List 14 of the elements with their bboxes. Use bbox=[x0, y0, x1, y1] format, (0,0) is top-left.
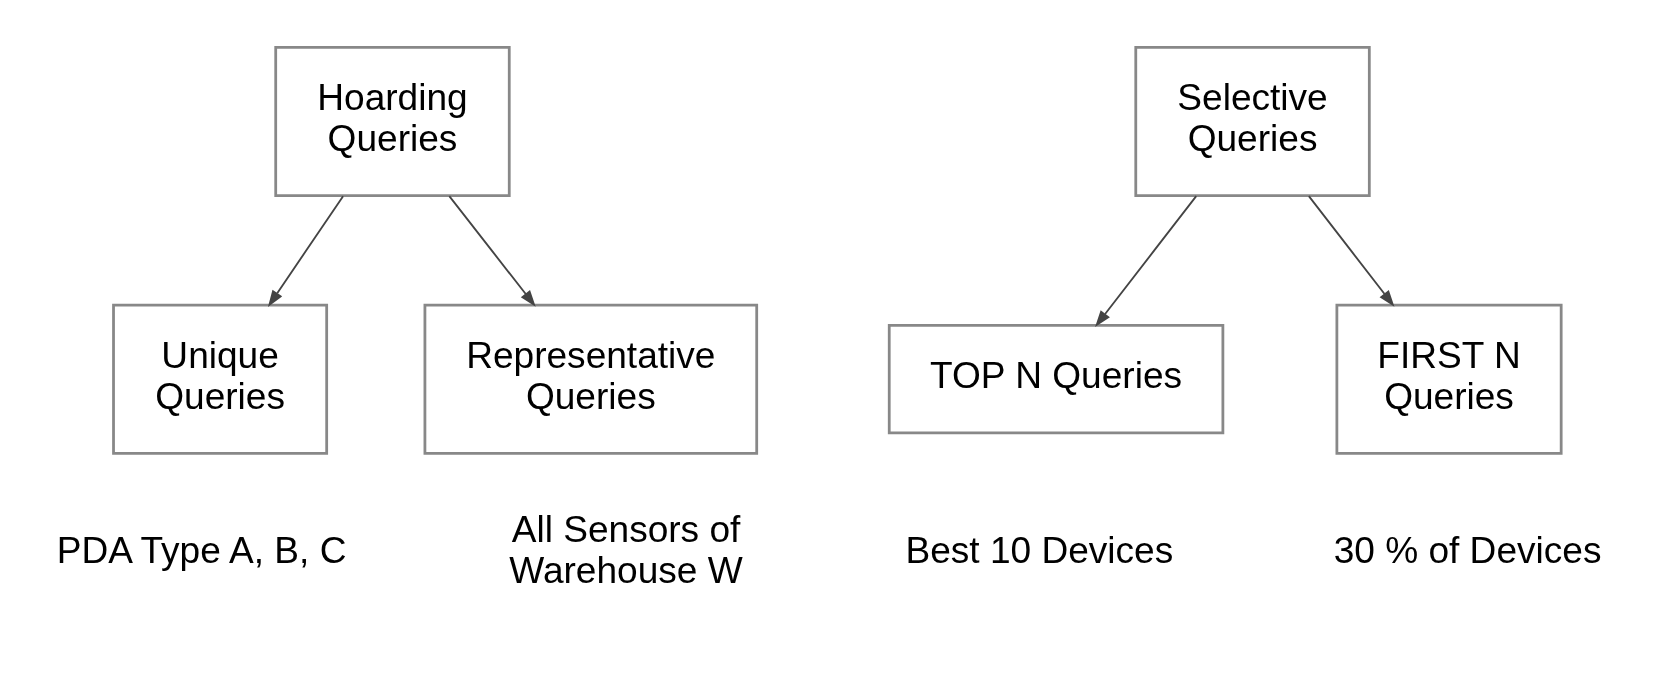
node-box: Hoarding Queries bbox=[274, 46, 511, 198]
arrow bbox=[448, 195, 536, 307]
node-label: All Sensors of Warehouse W bbox=[509, 508, 743, 592]
arrow bbox=[1095, 195, 1198, 327]
node-label: Best 10 Devices bbox=[905, 528, 1174, 571]
arrow bbox=[1307, 195, 1395, 307]
node-box: FIRST N Queries bbox=[1335, 303, 1563, 455]
node-box: Representative Queries bbox=[423, 303, 759, 455]
node-label: 30 % of Devices bbox=[1333, 528, 1602, 571]
arrow bbox=[267, 195, 344, 307]
node-label: PDA Type A, B, C bbox=[56, 528, 347, 571]
node-box: Selective Queries bbox=[1134, 46, 1371, 198]
node-box: Unique Queries bbox=[112, 303, 329, 455]
node-box: TOP N Queries bbox=[887, 324, 1225, 435]
